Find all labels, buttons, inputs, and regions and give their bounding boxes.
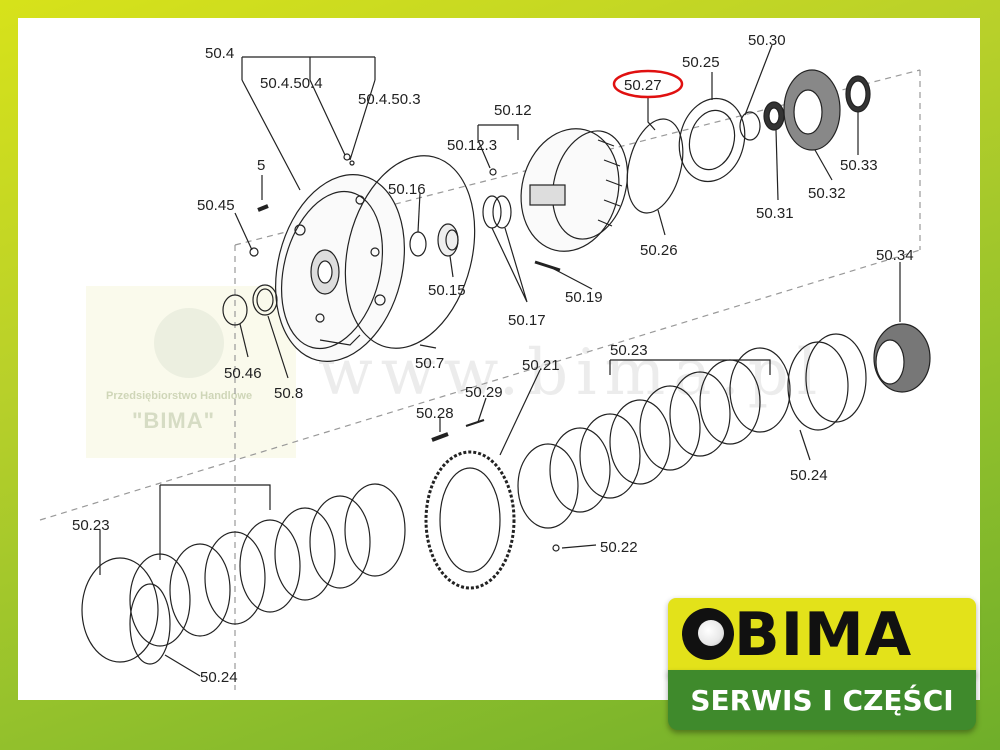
label-50-27: 50.27 xyxy=(624,77,662,94)
seal-50-25 xyxy=(678,97,746,183)
label-50-4: 50.4 xyxy=(205,45,234,62)
label-50-23-left: 50.23 xyxy=(72,517,110,534)
exploded-parts-diagram: 50.4 50.4.50.4 50.4.50.3 5 50.45 50.16 5… xyxy=(39,32,931,690)
gear-50-32 xyxy=(783,69,841,151)
watermark-box: Przedsiębiorstwo Handlowe "BIMA" xyxy=(86,286,296,458)
label-50-4-50-4: 50.4.50.4 xyxy=(260,75,323,92)
label-50-22: 50.22 xyxy=(600,539,638,556)
label-50-7: 50.7 xyxy=(415,355,444,372)
label-50-46: 50.46 xyxy=(224,365,262,382)
pump-housing xyxy=(275,174,405,362)
logo-brand: BIMA xyxy=(734,600,913,670)
label-50-21: 50.21 xyxy=(522,357,560,374)
stator-50-12 xyxy=(520,128,628,252)
ring-50-8 xyxy=(252,284,278,316)
label-50-32: 50.32 xyxy=(808,185,846,202)
label-50-30: 50.30 xyxy=(748,32,786,49)
logo-bottom-panel: SERWIS I CZĘŚCI xyxy=(668,670,976,730)
logo-top-panel: BIMA xyxy=(668,598,976,676)
oring-50-16 xyxy=(409,231,427,257)
bolt-5 xyxy=(257,204,269,212)
label-50-24-right: 50.24 xyxy=(790,467,828,484)
label-5: 5 xyxy=(257,157,265,174)
label-50-19: 50.19 xyxy=(565,289,603,306)
gear-50-34 xyxy=(873,323,931,393)
label-50-34: 50.34 xyxy=(876,247,914,264)
spring-50-28 xyxy=(431,432,449,442)
label-50-17: 50.17 xyxy=(508,312,546,329)
logo-tagline: SERWIS I CZĘŚCI xyxy=(690,684,954,717)
bearing-50-31 xyxy=(763,101,785,131)
label-50-12-3: 50.12.3 xyxy=(447,137,497,154)
label-50-12: 50.12 xyxy=(494,102,532,119)
label-50-15: 50.15 xyxy=(428,282,466,299)
bushing-50-15 xyxy=(437,223,459,257)
ring-50-26 xyxy=(626,118,684,214)
plates-50-24-right xyxy=(787,333,867,431)
ring-50-17b xyxy=(492,195,512,229)
ball-50-22 xyxy=(552,544,560,552)
diagram-paper: Przedsiębiorstwo Handlowe "BIMA" www.bim… xyxy=(18,18,980,700)
label-50-25: 50.25 xyxy=(682,54,720,71)
label-50-23-right: 50.23 xyxy=(610,342,648,359)
label-50-28: 50.28 xyxy=(416,405,454,422)
ring-50-33 xyxy=(845,75,871,113)
pin-50-19 xyxy=(534,260,561,272)
label-50-45: 50.45 xyxy=(197,197,235,214)
label-50-16: 50.16 xyxy=(388,181,426,198)
bima-logo-badge: BIMA SERWIS I CZĘŚCI xyxy=(668,598,976,732)
gasket-50-7 xyxy=(344,155,476,349)
oring-50-46 xyxy=(222,294,248,326)
pin-50-29 xyxy=(465,419,485,427)
washer-50-30 xyxy=(739,111,761,141)
plates-50-23-right xyxy=(517,347,791,529)
label-50-4-50-3: 50.4.50.3 xyxy=(358,91,421,108)
watermark-ball-icon xyxy=(154,308,224,378)
watermark-name: "BIMA" xyxy=(132,408,216,433)
highlight-50-27 xyxy=(612,69,684,99)
label-50-24-left: 50.24 xyxy=(200,669,238,686)
label-50-31: 50.31 xyxy=(756,205,794,222)
label-50-8: 50.8 xyxy=(274,385,303,402)
ring-gear-50-21 xyxy=(424,450,516,590)
label-50-26: 50.26 xyxy=(640,242,678,259)
watermark-company: Przedsiębiorstwo Handlowe xyxy=(106,390,253,402)
label-50-33: 50.33 xyxy=(840,157,878,174)
plug-50-45 xyxy=(249,247,259,257)
ball-icon xyxy=(682,608,734,660)
ring-50-17a xyxy=(482,195,502,229)
label-50-29: 50.29 xyxy=(465,384,503,401)
ring-50-24-left xyxy=(129,583,171,665)
